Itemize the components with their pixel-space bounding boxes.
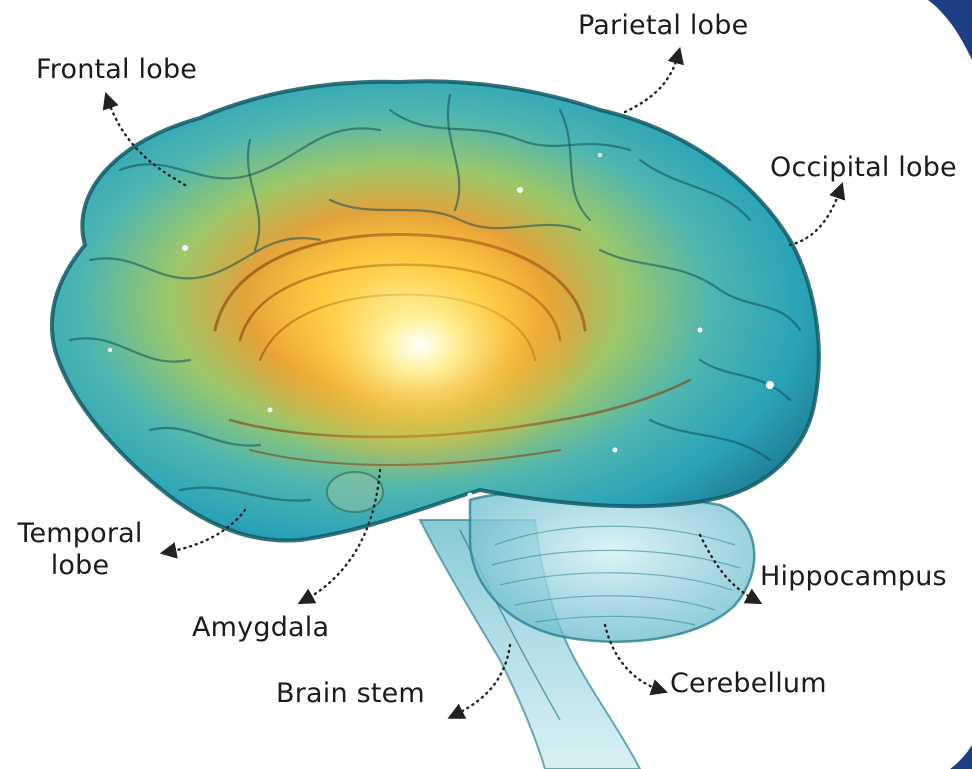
core-glow bbox=[245, 210, 595, 480]
label-brain-stem: Brain stem bbox=[276, 678, 425, 710]
label-occipital-lobe: Occipital lobe bbox=[770, 152, 957, 184]
label-frontal-lobe: Frontal lobe bbox=[36, 54, 197, 86]
corner-accent-top bbox=[928, 0, 972, 60]
corner-accent-bottom bbox=[950, 745, 972, 769]
label-temporal-lobe-line2: lobe bbox=[6, 550, 154, 582]
label-temporal-lobe-line1: Temporal bbox=[6, 518, 154, 550]
label-amygdala: Amygdala bbox=[192, 612, 329, 644]
occipital-leader bbox=[790, 190, 840, 245]
label-cerebellum: Cerebellum bbox=[670, 668, 827, 700]
label-temporal-lobe: Temporal lobe bbox=[6, 518, 154, 583]
label-parietal-lobe: Parietal lobe bbox=[578, 10, 748, 42]
label-hippocampus: Hippocampus bbox=[760, 561, 947, 593]
parietal-leader bbox=[625, 55, 678, 112]
